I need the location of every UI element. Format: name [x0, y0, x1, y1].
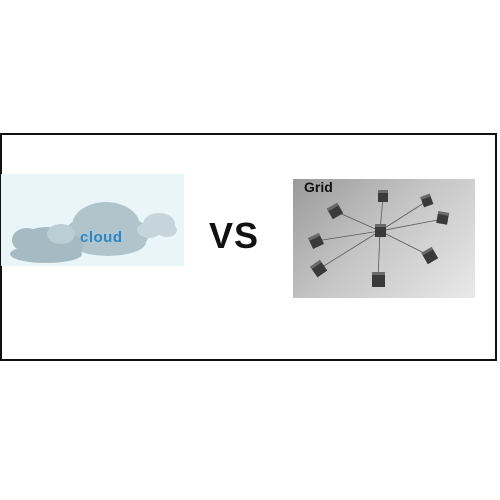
grid-node-icon — [326, 202, 344, 220]
grid-link — [377, 230, 381, 280]
grid-node-icon — [421, 246, 439, 265]
grid-node-icon — [372, 272, 385, 287]
cloud-illustration — [10, 202, 177, 263]
grid-link — [334, 210, 381, 232]
grid-nodes — [308, 190, 450, 287]
grid-network-illustration — [308, 190, 450, 287]
vs-label: VS — [209, 215, 260, 256]
grid-node-icon — [308, 233, 324, 249]
grid-link — [379, 218, 444, 232]
grid-link — [379, 230, 431, 257]
grid-link — [318, 230, 381, 270]
grid-node-icon — [378, 190, 388, 202]
cloud-label: cloud — [80, 229, 123, 246]
grid-label: Grid — [304, 179, 333, 195]
grid-node-icon — [436, 211, 450, 225]
cloud-panel: cloud — [1, 174, 184, 266]
cloud-icon — [10, 202, 177, 263]
grid-panel: Grid — [293, 179, 475, 298]
grid-link — [315, 230, 381, 242]
grid-node-icon — [420, 193, 434, 208]
grid-link — [379, 200, 428, 232]
grid-node-icon — [375, 224, 386, 237]
grid-node-icon — [310, 259, 328, 278]
